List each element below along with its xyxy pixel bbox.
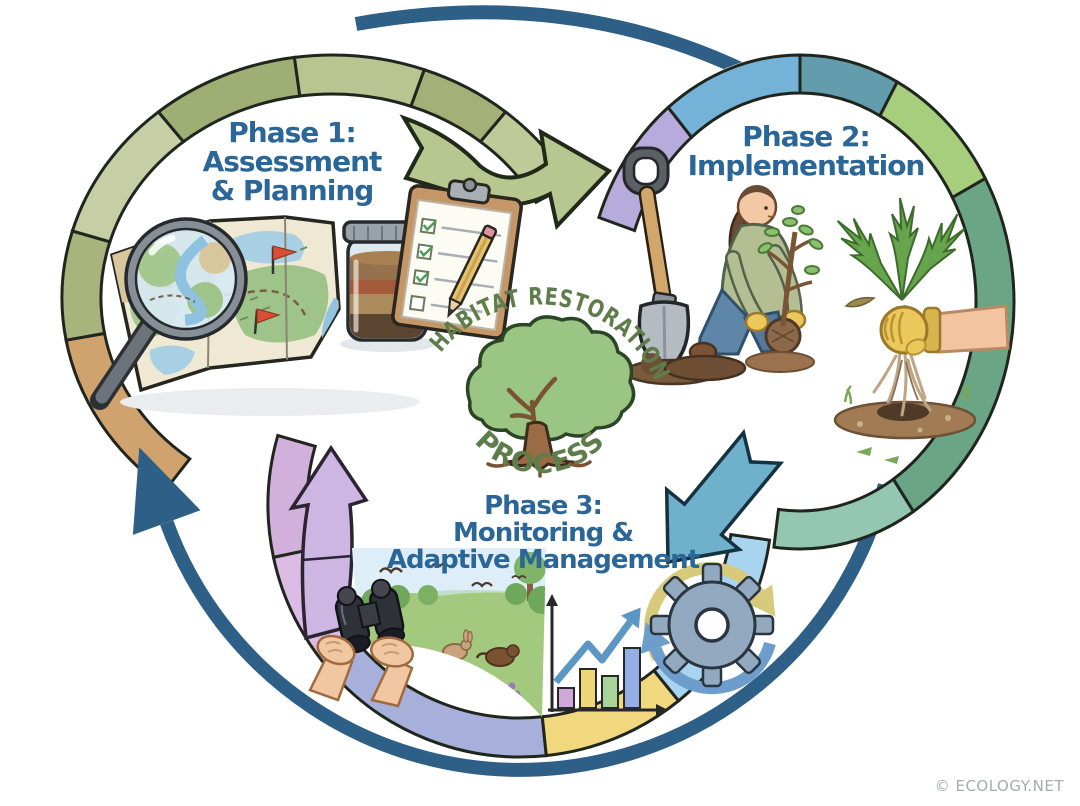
shovel-icon (622, 146, 720, 386)
sapling-trunk (780, 231, 798, 327)
garden-glove (744, 311, 770, 333)
dirt-pile (663, 354, 747, 382)
tree-planting-person (663, 185, 824, 382)
gear-hub (694, 607, 730, 643)
chart-bar (623, 647, 641, 709)
lens-glint (148, 234, 176, 256)
binoculars-icon (308, 578, 414, 708)
phase1-illustrations (90, 177, 523, 416)
phase1-name-line2: & Planning (211, 174, 374, 207)
phase3-title: Phase 3: Monitoring & Adaptive Managemen… (387, 491, 701, 575)
clipboard-checklist-icon (391, 177, 523, 340)
tree-branches (506, 376, 558, 433)
green-check (422, 220, 437, 232)
bird-icon (511, 575, 527, 580)
outer-cycle-arrowhead (132, 447, 201, 535)
red-flag-icon (253, 308, 281, 335)
flying-birds (378, 562, 527, 588)
phase1-name-line1: Assessment (203, 145, 382, 178)
phase3-name-line1: Monitoring & (453, 518, 633, 548)
marmot-icon (475, 644, 520, 667)
outer-cycle-bottom-arc (160, 483, 892, 777)
phase1-ring (60, 53, 573, 492)
small-tree-trunk (527, 575, 533, 601)
trend-line-arrow (553, 619, 633, 685)
phase3-name-line2: Adaptive Management (387, 545, 700, 575)
observer-arm (370, 656, 414, 708)
green-check (419, 246, 433, 258)
bird-icon (431, 562, 449, 568)
forearm (934, 304, 1010, 354)
magnifier-rim (126, 219, 246, 339)
weed-leaves (836, 197, 966, 308)
pencil-icon (447, 224, 498, 319)
binocular-bridge (356, 600, 382, 629)
phase2-label: Phase 2: (742, 120, 869, 153)
red-flag-icon (271, 245, 298, 274)
arm (727, 252, 762, 322)
weed-roots (872, 350, 932, 417)
phase2-title: Phase 2: Implementation (688, 120, 926, 182)
magnifying-glass-icon (90, 217, 248, 410)
phase1-title: Phase 1: Assessment & Planning (203, 116, 383, 207)
gear-icon (649, 562, 775, 688)
tree-icon (465, 315, 636, 478)
tree-canopy (465, 315, 636, 442)
grass-tufts (843, 384, 971, 405)
magnifier-lens-view (138, 235, 231, 326)
phase2-ring (597, 53, 1016, 551)
fallen-leaves (856, 447, 899, 464)
phase2-name-line1: Implementation (688, 149, 925, 182)
bird-icon (378, 567, 403, 575)
adaptive-cycle-gear-icon (640, 562, 776, 695)
bird-icon (471, 581, 493, 588)
phase1-ring-segment (60, 229, 112, 342)
chart-bar (601, 675, 619, 709)
chart-bar (579, 668, 597, 709)
hair (738, 185, 776, 204)
green-check (415, 272, 430, 283)
sapling-icon (757, 205, 824, 327)
watermark: © ECOLOGY.NET (935, 777, 1065, 795)
phase1-label: Phase 1: (228, 116, 355, 149)
weed-removal-gloved-hand (833, 197, 1010, 464)
growth-bar-chart-icon (546, 594, 668, 716)
map-shadow (120, 388, 420, 416)
phase2-ring-segment (772, 477, 916, 551)
phase3-to-phase1-arrow-divider (301, 554, 353, 562)
tree-trunk-roots (503, 420, 575, 472)
chart-bar (557, 687, 575, 709)
phase3-label: Phase 3: (484, 491, 602, 521)
shovel-shaft (641, 188, 670, 306)
phase2-to-phase3-arrow (664, 428, 785, 565)
phase2-illustrations (622, 146, 1010, 464)
